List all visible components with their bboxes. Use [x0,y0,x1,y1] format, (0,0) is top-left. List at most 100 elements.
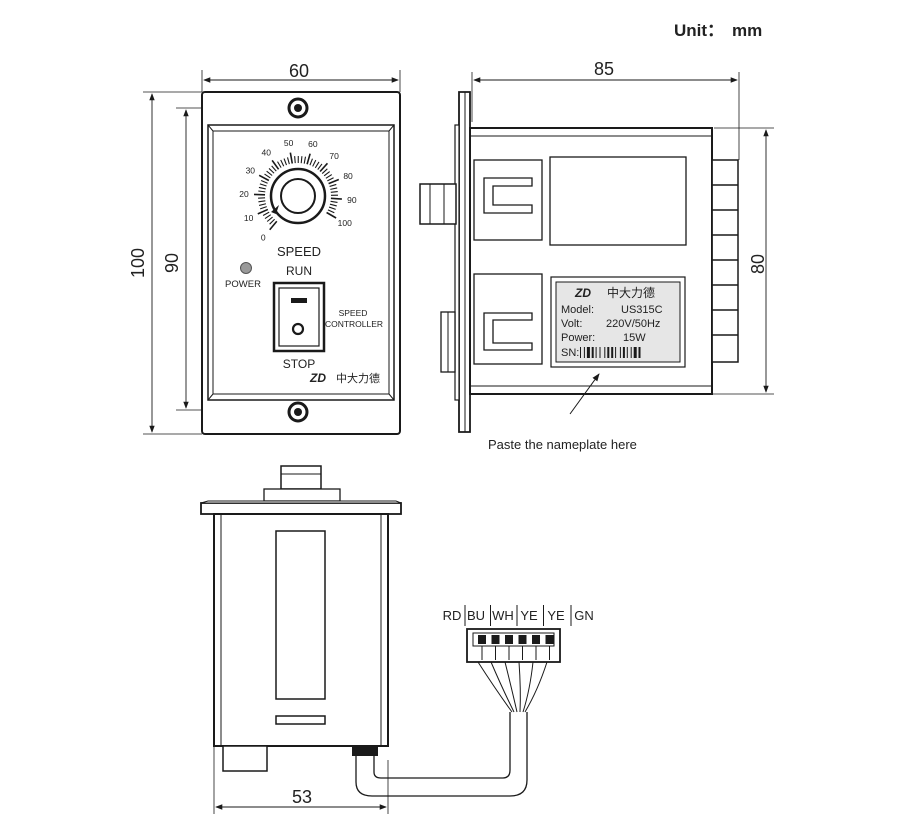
dial-tick [259,206,267,210]
connector-pin [478,635,486,644]
nameplate-model-key: Model: [561,304,594,316]
nameplate-barcode [580,347,641,358]
dial-tick [262,211,270,216]
dial-tick [330,187,338,190]
wire-color-label: WH [492,608,514,623]
nameplate-power-value: 15W [623,332,646,344]
dial-tick [277,161,282,168]
run-label: RUN [286,264,312,278]
stop-label: STOP [283,357,315,371]
power-label: POWER [225,279,261,290]
clip-lower-icon [483,312,533,351]
dial-tick [327,177,334,182]
dial-tick [327,209,335,214]
dial-tick [329,203,337,207]
dial-tick [271,165,277,172]
mount-hole-top [287,97,309,119]
dial-tick [269,220,278,231]
dial-scale-label: 80 [343,171,353,181]
dial-tick [328,206,336,210]
connector-pin [532,635,540,644]
front-width-dim: 60 [289,61,309,81]
bottom-width-dim: 53 [292,787,312,807]
dial-tick [260,179,268,184]
dial-tick [266,216,273,222]
connector-pin [545,635,554,644]
wire-color-label: GN [574,608,594,623]
nameplate-volt-value: 220V/50Hz [606,318,660,330]
nameplate-model-value: US315C [621,304,663,316]
dial-tick [328,178,340,185]
connector-pins [478,635,554,660]
dial-tick [326,211,337,219]
dial-scale-label: 60 [308,139,318,149]
clip-upper-icon [483,177,533,214]
dial-tick [306,153,311,165]
wire-color-label: YE [520,608,538,623]
wire-color-label: BU [467,608,485,623]
connector-pin [505,635,513,644]
nameplate-note: Paste the nameplate here [488,437,637,452]
bottom-vent-window [275,530,326,700]
dial-tick [264,173,271,179]
dial-tick [286,157,290,165]
unit-label: Unit： [674,21,724,40]
connector-pin [518,635,527,644]
dial-scale-label: 70 [329,151,339,161]
dial-tick [317,163,323,170]
dial-scale-ticks [253,152,342,231]
heat-sink-fins [711,159,739,363]
dial-tick [266,170,273,176]
cable-outer [355,712,528,797]
nameplate-volt-key: Volt: [561,318,582,330]
dial-tick [321,168,328,174]
dial-scale-label: 50 [284,138,294,148]
dial-tick [330,197,342,200]
dial-scale-label: 0 [261,232,266,242]
wire-color-labels: RD BU WH YE YE GN [443,605,594,626]
side-frame-lip [454,124,460,401]
dial-tick [319,162,329,173]
dial-scale-label: 20 [239,189,249,199]
dial-tick [323,171,331,177]
bottom-knob-base [263,488,341,502]
dial-tick [268,168,275,174]
bottom-foot-left [222,745,268,772]
dial-tick [309,158,313,166]
dial-scale-label: 40 [262,147,272,157]
side-depth-dim: 85 [594,59,614,79]
side-label-area [549,156,687,246]
dial-tick [330,200,338,203]
dial-tick [271,159,280,170]
speed-knob-inner [280,178,316,214]
dial-tick [294,156,296,164]
nameplate-pointer-arrow [569,373,600,415]
nameplate-power-key: Power: [561,332,595,344]
side-view: 85 80 [419,59,774,452]
front-outer-height-dim: 100 [128,248,148,278]
switch-off-symbol-icon [291,322,305,336]
controller-label-2: CONTROLLER [325,319,383,329]
dial-tick [300,156,303,164]
dial-tick [325,174,333,179]
switch-on-symbol-icon [291,298,307,303]
wire-color-label: RD [443,608,462,623]
dial-scale-label: 30 [246,166,256,176]
dial-tick [257,208,269,215]
dial-tick [258,190,266,193]
dial-tick [269,218,275,225]
nameplate-brand-cn: 中大力德 [607,285,655,300]
mount-hole-bottom [287,401,309,423]
brand-logo: ZD [309,371,326,385]
speed-label: SPEED [277,244,321,259]
dial-tick [258,174,270,182]
dial-scale-label: 90 [347,195,357,205]
wire-color-label: YE [547,608,565,623]
dial-tick [314,161,320,169]
knob-pointer-icon [271,205,279,214]
dial-tick [258,186,266,190]
cable-inner [373,712,511,779]
nameplate-sn-key: SN: [561,347,579,359]
dial-scale-label: 100 [338,218,352,228]
